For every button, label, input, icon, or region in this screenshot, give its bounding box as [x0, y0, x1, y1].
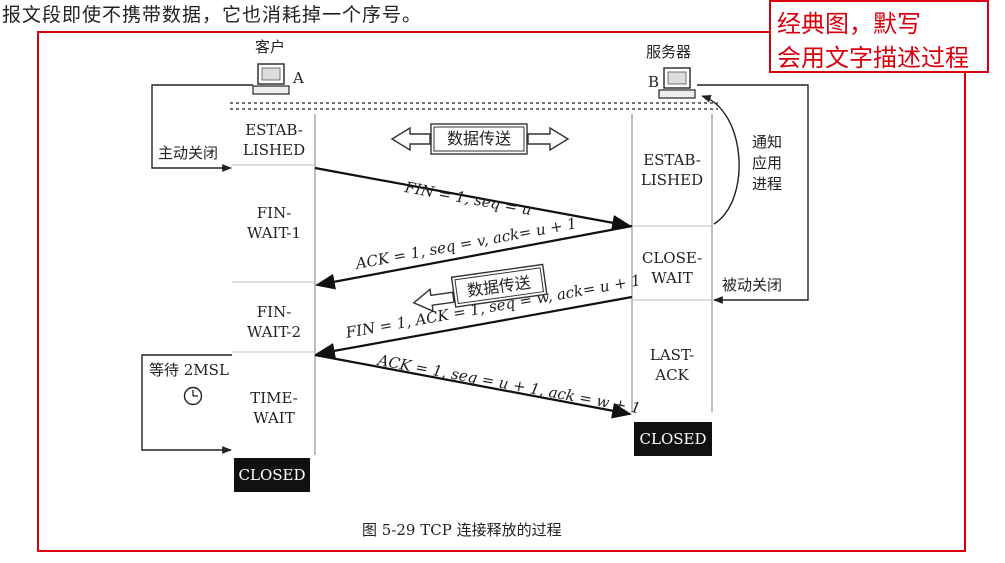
- notify-app-label: 通知 应用 进程: [752, 133, 783, 193]
- client-computer-icon: [252, 63, 290, 95]
- client-state-time-wait: TIME-WAIT: [250, 389, 298, 427]
- server-closed-badge: CLOSED: [634, 422, 712, 456]
- annotation-line-2: 会用文字描述过程: [777, 44, 969, 72]
- client-state-fin-wait-1: FIN-WAIT-1: [246, 204, 302, 242]
- active-close-label: 主动关闭: [158, 144, 219, 162]
- figure-caption: 图 5-29 TCP 连接释放的过程: [362, 521, 562, 539]
- client-host-label: A: [293, 69, 304, 87]
- data-transfer-left-arrow: [412, 263, 548, 313]
- annotation-line-1: 经典图，默写: [777, 10, 921, 38]
- fin-arrow: [314, 166, 632, 231]
- server-state-close-wait: CLOSE-WAIT: [641, 249, 703, 287]
- ack-arrow: [315, 224, 633, 290]
- passive-close-line: [697, 84, 809, 304]
- client-timeline: [232, 114, 316, 455]
- final-ack-arrow: [314, 353, 632, 419]
- data-transfer-label-1: 数据传送: [446, 129, 511, 148]
- server-state-established: ESTAB-LISHED: [640, 151, 704, 189]
- fin-ack-arrow: [315, 295, 633, 359]
- server-computer-icon: [658, 67, 696, 99]
- client-title: 客户: [255, 38, 286, 56]
- wait-2msl-label: 等待 2MSL: [149, 361, 229, 379]
- active-close-line: [151, 84, 253, 172]
- client-state-established: ESTAB-LISHED: [242, 121, 306, 159]
- notify-app-curve: [701, 94, 740, 225]
- data-transfer-double-arrow: [390, 123, 570, 155]
- top-text: 报文段即使不携带数据，它也消耗掉一个序号。: [2, 4, 423, 26]
- server-state-last-ack: LAST-ACK: [649, 346, 695, 384]
- server-title: 服务器: [646, 43, 692, 61]
- server-timeline: [631, 114, 713, 412]
- figure-frame: [37, 31, 966, 552]
- server-host-label: B: [648, 73, 660, 91]
- passive-close-label: 被动关闭: [722, 276, 783, 294]
- annotation-box: 经典图，默写 会用文字描述过程: [769, 0, 989, 73]
- wait-2msl-line: [141, 354, 232, 454]
- clock-icon: [183, 386, 203, 406]
- client-state-fin-wait-2: FIN-WAIT-2: [246, 303, 302, 341]
- client-closed-badge: CLOSED: [234, 458, 310, 492]
